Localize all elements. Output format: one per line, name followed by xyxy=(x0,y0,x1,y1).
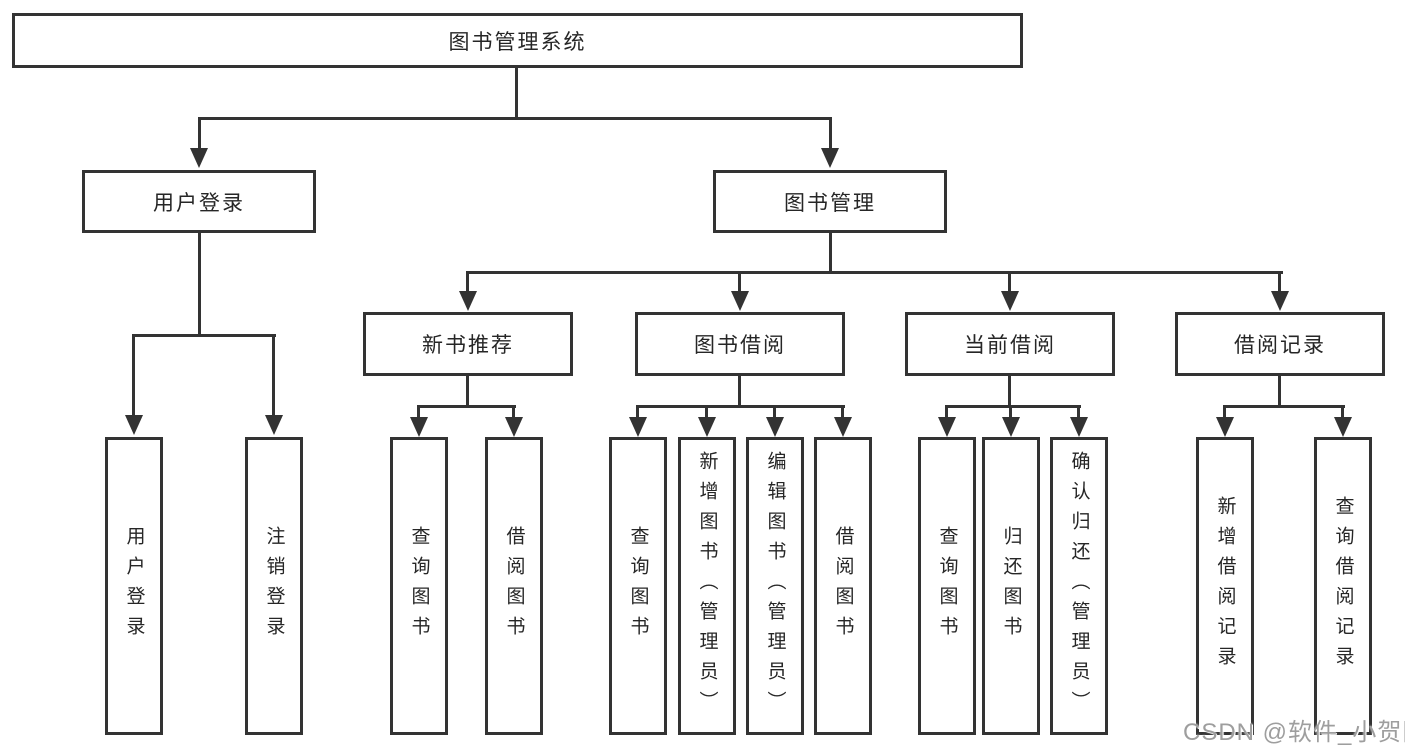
connector-line xyxy=(705,405,708,419)
leaf-add-books-admin-label: 新增图书（管理员） xyxy=(696,451,718,721)
connector-line xyxy=(132,334,135,416)
leaf-borrow-books-1: 借阅图书 xyxy=(485,437,543,735)
connector-line xyxy=(417,405,516,408)
connector-line xyxy=(515,67,518,120)
connector-line xyxy=(1008,376,1011,407)
leaf-edit-books-admin: 编辑图书（管理员） xyxy=(746,437,804,735)
arrow-down-icon xyxy=(1002,417,1020,437)
leaf-return-books-label: 归还图书 xyxy=(1000,526,1022,646)
connector-line xyxy=(1278,376,1281,407)
arrow-down-icon xyxy=(1070,417,1088,437)
node-new-book-recommend-label: 新书推荐 xyxy=(422,334,514,357)
connector-line xyxy=(636,405,845,408)
connector-line xyxy=(272,334,275,416)
leaf-query-books-2-label: 查询图书 xyxy=(627,526,649,646)
connector-line xyxy=(198,233,201,336)
arrow-down-icon xyxy=(505,417,523,437)
connector-line xyxy=(466,271,1283,274)
connector-line xyxy=(945,405,1081,408)
arrow-down-icon xyxy=(459,291,477,311)
node-current-borrow-label: 当前借阅 xyxy=(964,334,1056,357)
node-user-login-branch-label: 用户登录 xyxy=(153,191,245,215)
arrow-down-icon xyxy=(698,417,716,437)
leaf-logout: 注销登录 xyxy=(245,437,303,735)
arrow-down-icon xyxy=(821,148,839,168)
leaf-user-login-label: 用户登录 xyxy=(123,526,145,646)
leaf-confirm-return-admin-label: 确认归还（管理员） xyxy=(1068,451,1090,721)
leaf-query-borrow-record: 查询借阅记录 xyxy=(1314,437,1372,735)
arrow-down-icon xyxy=(190,148,208,168)
arrow-down-icon xyxy=(629,417,647,437)
arrow-down-icon xyxy=(1216,417,1234,437)
arrow-down-icon xyxy=(125,415,143,435)
leaf-query-books-3: 查询图书 xyxy=(918,437,976,735)
connector-line xyxy=(1341,405,1344,419)
leaf-query-books-1: 查询图书 xyxy=(390,437,448,735)
connector-line xyxy=(636,405,639,419)
node-borrow-records-label: 借阅记录 xyxy=(1234,334,1326,357)
node-current-borrow: 当前借阅 xyxy=(905,312,1115,376)
connector-line xyxy=(738,271,741,292)
node-user-login-branch: 用户登录 xyxy=(82,170,316,233)
connector-line xyxy=(1278,271,1281,292)
leaf-borrow-books-2: 借阅图书 xyxy=(814,437,872,735)
connector-line xyxy=(1009,405,1012,419)
connector-line xyxy=(773,405,776,419)
connector-line xyxy=(829,233,832,274)
connector-line xyxy=(512,405,515,419)
leaf-return-books: 归还图书 xyxy=(982,437,1040,735)
leaf-query-borrow-record-label: 查询借阅记录 xyxy=(1332,496,1354,676)
arrow-down-icon xyxy=(834,417,852,437)
connector-line xyxy=(829,117,832,151)
leaf-query-books-1-label: 查询图书 xyxy=(408,526,430,646)
leaf-query-books-3-label: 查询图书 xyxy=(936,526,958,646)
node-book-management-label: 图书管理 xyxy=(784,191,876,215)
leaf-add-borrow-record-label: 新增借阅记录 xyxy=(1214,496,1236,676)
node-book-management: 图书管理 xyxy=(713,170,947,233)
leaf-user-login: 用户登录 xyxy=(105,437,163,735)
leaf-edit-books-admin-label: 编辑图书（管理员） xyxy=(764,451,786,721)
node-borrow-records: 借阅记录 xyxy=(1175,312,1385,376)
connector-line xyxy=(466,376,469,407)
connector-line xyxy=(738,376,741,407)
connector-line xyxy=(417,405,420,419)
leaf-borrow-books-1-label: 借阅图书 xyxy=(503,526,525,646)
arrow-down-icon xyxy=(265,415,283,435)
connector-line xyxy=(132,334,276,337)
leaf-query-books-2: 查询图书 xyxy=(609,437,667,735)
arrow-down-icon xyxy=(731,291,749,311)
connector-line xyxy=(198,117,201,151)
arrow-down-icon xyxy=(1001,291,1019,311)
arrow-down-icon xyxy=(410,417,428,437)
connector-line xyxy=(945,405,948,419)
node-book-borrow: 图书借阅 xyxy=(635,312,845,376)
arrow-down-icon xyxy=(766,417,784,437)
connector-line xyxy=(1077,405,1080,419)
leaf-add-borrow-record: 新增借阅记录 xyxy=(1196,437,1254,735)
connector-line xyxy=(466,271,469,292)
leaf-add-books-admin: 新增图书（管理员） xyxy=(678,437,736,735)
connector-line xyxy=(841,405,844,419)
leaf-logout-label: 注销登录 xyxy=(263,526,285,646)
node-root: 图书管理系统 xyxy=(12,13,1023,68)
connector-line xyxy=(1008,271,1011,292)
connector-line xyxy=(1223,405,1345,408)
connector-line xyxy=(1223,405,1226,419)
leaf-confirm-return-admin: 确认归还（管理员） xyxy=(1050,437,1108,735)
connector-line xyxy=(198,117,832,120)
node-new-book-recommend: 新书推荐 xyxy=(363,312,573,376)
csdn-watermark: CSDN @软件_小贺同学 xyxy=(1183,719,1405,746)
node-root-label: 图书管理系统 xyxy=(448,30,587,54)
leaf-borrow-books-2-label: 借阅图书 xyxy=(832,526,854,646)
arrow-down-icon xyxy=(938,417,956,437)
arrow-down-icon xyxy=(1271,291,1289,311)
node-book-borrow-label: 图书借阅 xyxy=(694,334,786,357)
arrow-down-icon xyxy=(1334,417,1352,437)
